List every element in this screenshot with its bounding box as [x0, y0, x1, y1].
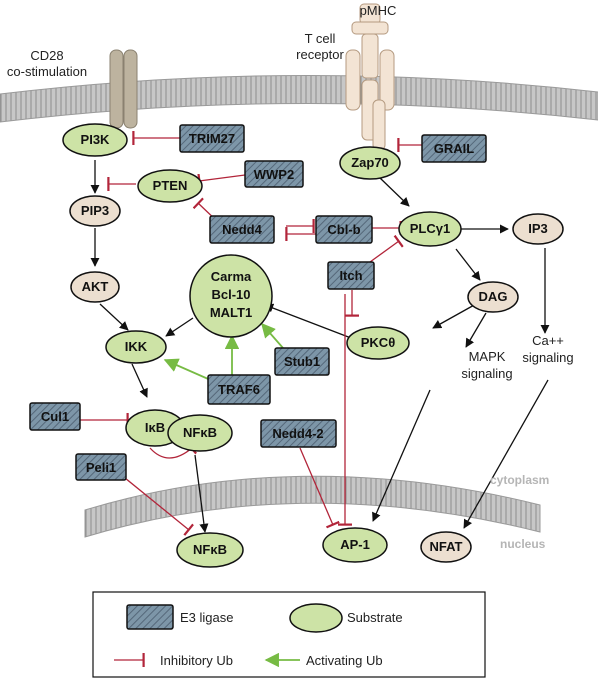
- svg-text:AP-1: AP-1: [340, 537, 370, 552]
- ligase-itch: Itch: [327, 261, 375, 290]
- svg-text:PTEN: PTEN: [153, 178, 188, 193]
- legend-activating-label: Activating Ub: [306, 653, 383, 668]
- ligase-nedd4-2: Nedd4-2: [260, 419, 337, 448]
- mapk-label-line1: MAPK: [469, 349, 506, 364]
- svg-text:IP3: IP3: [528, 221, 548, 236]
- svg-text:Nedd4: Nedd4: [222, 222, 263, 237]
- ca-label-line2: signaling: [522, 350, 573, 365]
- node-nfkb-nucleus: NFκB: [176, 532, 244, 568]
- activating-ub-arrows: [163, 322, 284, 383]
- ligase-cul1: Cul1: [29, 402, 81, 431]
- svg-text:MALT1: MALT1: [210, 305, 252, 320]
- legend-e3-ligase-swatch: [126, 604, 174, 630]
- svg-text:IκB: IκB: [145, 420, 165, 435]
- svg-text:WWP2: WWP2: [254, 167, 294, 182]
- svg-text:NFAT: NFAT: [430, 539, 463, 554]
- ligase-nedd4: Nedd4: [209, 215, 275, 244]
- ligase-wwp2: WWP2: [244, 160, 304, 188]
- node-carma-bcl10-malt1: Carma Bcl-10 MALT1: [189, 254, 273, 338]
- ligase-stub1: Stub1: [274, 347, 330, 376]
- node-zap70: Zap70: [339, 146, 401, 180]
- svg-text:DAG: DAG: [479, 289, 508, 304]
- svg-text:IKK: IKK: [125, 339, 148, 354]
- nucleus-label: nucleus: [500, 537, 546, 551]
- ligase-grail: GRAIL: [421, 134, 487, 163]
- node-ip3: IP3: [512, 213, 564, 245]
- t-cell-receptor: [345, 3, 395, 151]
- cytoplasm-label: cytoplasm: [490, 473, 549, 487]
- node-akt: AKT: [70, 271, 120, 303]
- node-pip3: PIP3: [69, 195, 121, 227]
- svg-text:TRIM27: TRIM27: [189, 131, 235, 146]
- svg-text:GRAIL: GRAIL: [434, 141, 475, 156]
- svg-text:PI3K: PI3K: [81, 132, 111, 147]
- cd28-label-line2: co-stimulation: [7, 64, 87, 79]
- node-plcg1: PLCγ1: [398, 211, 462, 247]
- svg-text:NFκB: NFκB: [183, 425, 217, 440]
- ligase-trim27: TRIM27: [179, 124, 245, 153]
- svg-text:Stub1: Stub1: [284, 354, 320, 369]
- legend-substrate-swatch: [289, 603, 343, 633]
- svg-text:PLCγ1: PLCγ1: [410, 221, 450, 236]
- legend-inhibitory-label: Inhibitory Ub: [160, 653, 233, 668]
- cd28-label-line1: CD28: [30, 48, 63, 63]
- activation-arrows: [90, 160, 550, 533]
- svg-text:NFκB: NFκB: [193, 542, 227, 557]
- svg-text:TRAF6: TRAF6: [218, 382, 260, 397]
- mapk-label-line2: signaling: [461, 366, 512, 381]
- svg-text:Cul1: Cul1: [41, 409, 69, 424]
- svg-text:PIP3: PIP3: [81, 203, 109, 218]
- cd28-receptor: [109, 49, 138, 129]
- svg-text:Peli1: Peli1: [86, 460, 116, 475]
- tcr-label-line2: receptor: [296, 47, 344, 62]
- nuclear-membrane: [84, 475, 541, 538]
- node-pkctheta: PKCθ: [346, 326, 410, 360]
- pmhc-label: pMHC: [360, 3, 397, 18]
- svg-text:PKCθ: PKCθ: [361, 335, 395, 350]
- legend-e3-ligase-label: E3 ligase: [180, 610, 233, 625]
- svg-text:Zap70: Zap70: [351, 155, 389, 170]
- svg-text:Carma: Carma: [211, 269, 252, 284]
- svg-text:Itch: Itch: [339, 268, 362, 283]
- node-nfkb-cytoplasm: NFκB: [167, 414, 233, 452]
- node-dag: DAG: [467, 281, 519, 313]
- ligase-cblb: Cbl-b: [315, 215, 373, 244]
- node-pi3k: PI3K: [62, 123, 128, 157]
- ca-label-line1: Ca++: [532, 333, 564, 348]
- ligase-traf6: TRAF6: [207, 374, 271, 405]
- node-ap1: AP-1: [322, 527, 388, 563]
- svg-text:Nedd4-2: Nedd4-2: [272, 426, 323, 441]
- ligase-peli1: Peli1: [75, 453, 127, 481]
- plasma-membrane: [0, 74, 598, 123]
- node-nfat: NFAT: [420, 531, 472, 563]
- legend: E3 ligase Substrate Inhibitory Ub Activa…: [92, 591, 486, 678]
- legend-substrate-label: Substrate: [347, 610, 403, 625]
- svg-text:AKT: AKT: [82, 279, 109, 294]
- tcr-label-line1: T cell: [305, 31, 336, 46]
- svg-text:Bcl-10: Bcl-10: [211, 287, 250, 302]
- node-ikk: IKK: [105, 330, 167, 364]
- node-pten: PTEN: [137, 169, 203, 203]
- svg-text:Cbl-b: Cbl-b: [327, 222, 360, 237]
